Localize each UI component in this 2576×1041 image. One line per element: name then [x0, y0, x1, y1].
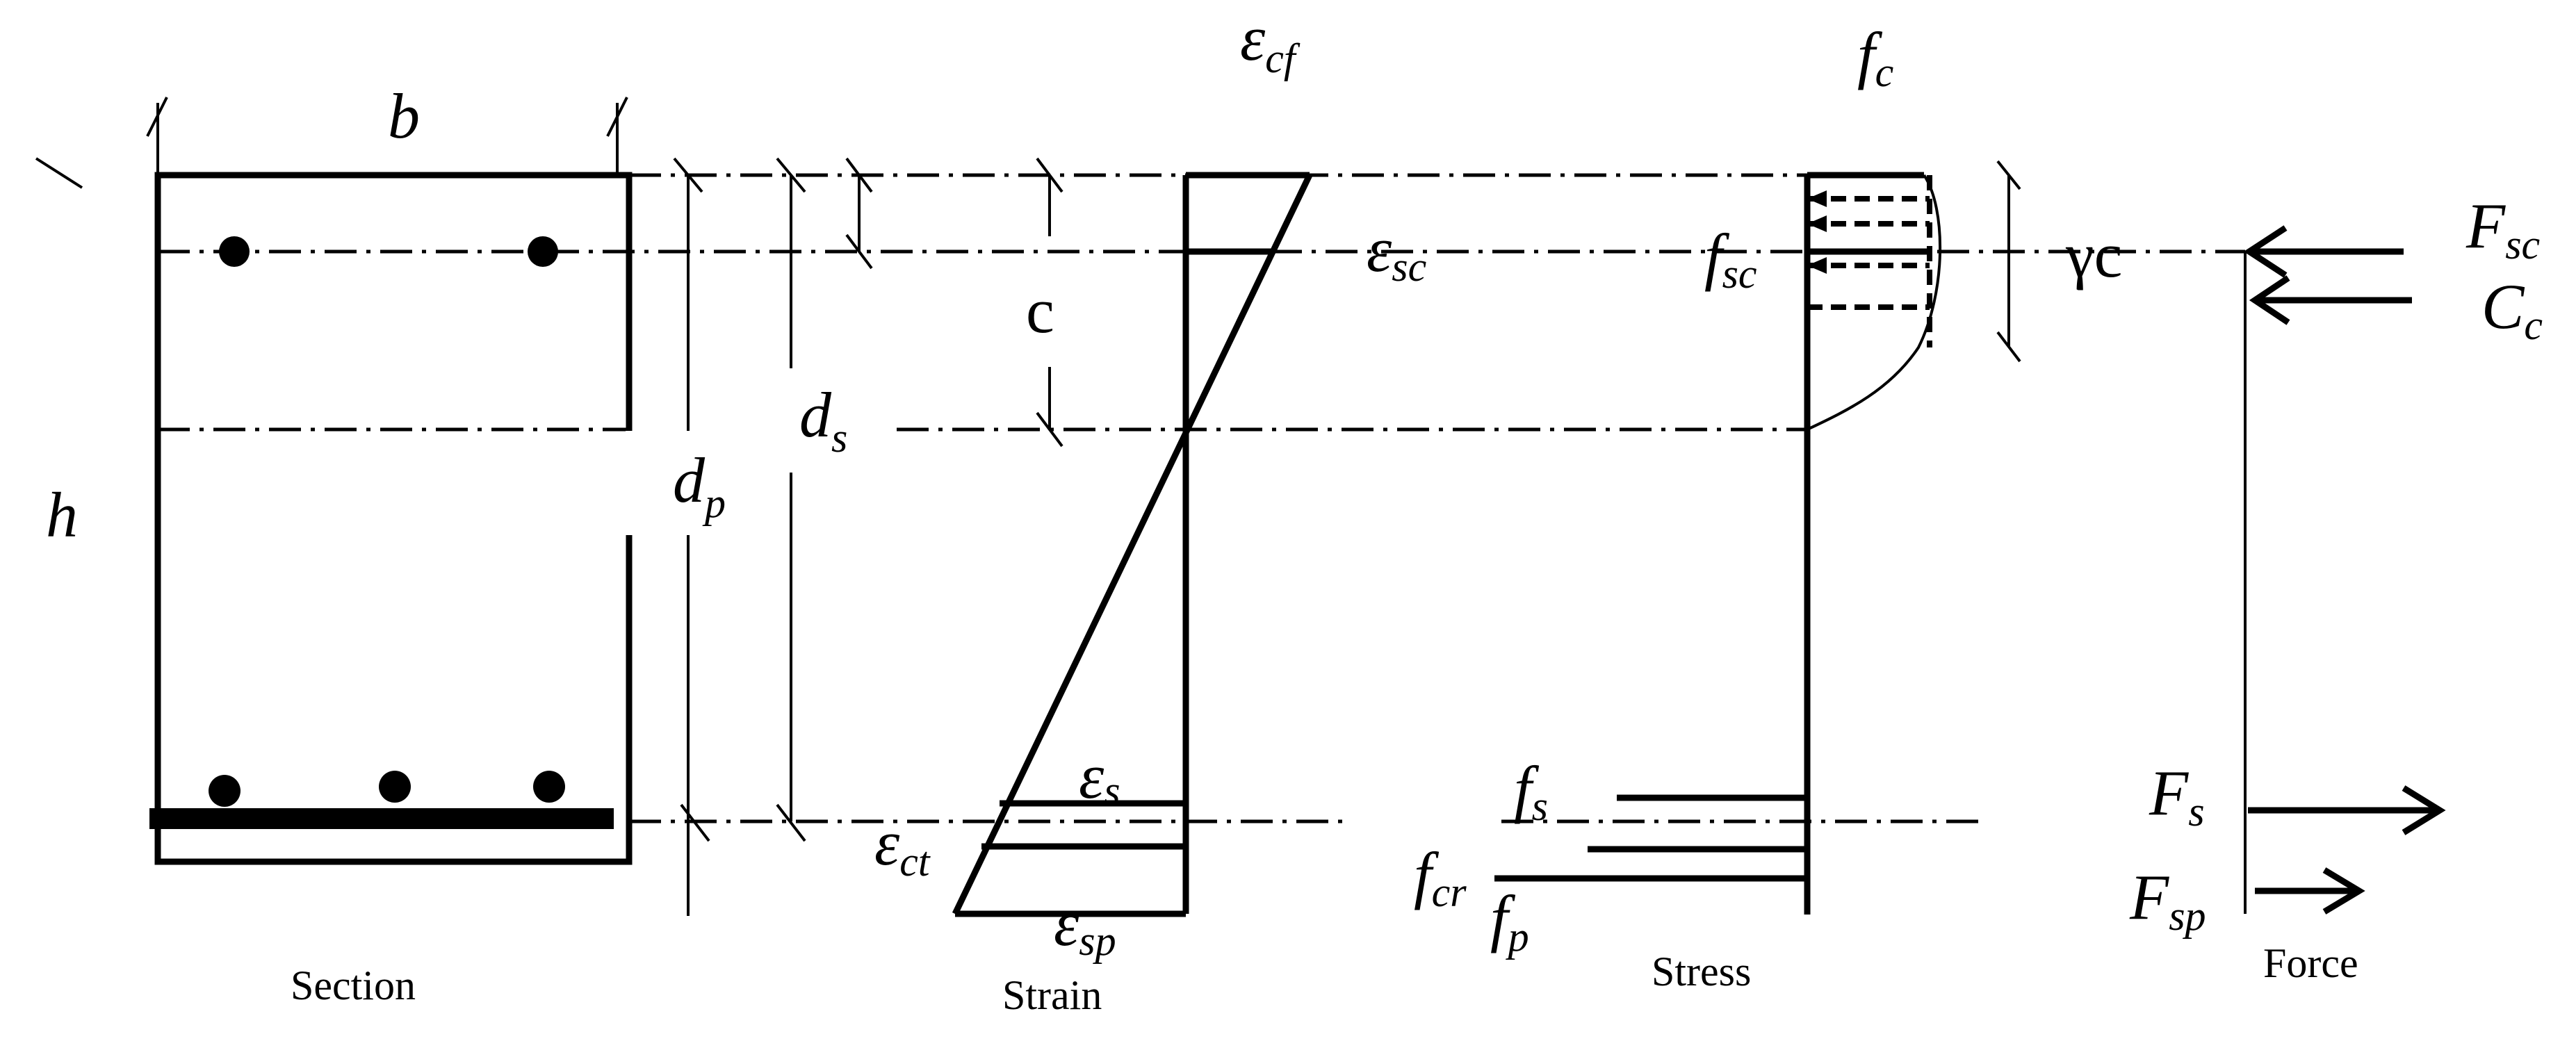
stress-arrowhead-2	[1807, 215, 1827, 232]
cover-tick-bottom	[845, 233, 873, 270]
c-tick-top	[1036, 157, 1063, 193]
strain-group: εcf εsc εs εct εsp	[874, 3, 1426, 964]
gammac-tick-bottom	[1996, 331, 2021, 363]
label-dp: dp	[673, 445, 726, 526]
caption-section: Section	[291, 962, 416, 1008]
label-es: εs	[1079, 741, 1120, 814]
cover-tick-top	[845, 157, 873, 193]
label-Fsc: Fsc	[2465, 190, 2540, 268]
label-Fsp: Fsp	[2129, 862, 2206, 939]
label-b: b	[388, 81, 420, 151]
label-ds: ds	[799, 379, 847, 461]
label-fsc: fsc	[1704, 221, 1757, 297]
label-fs: fs	[1514, 753, 1548, 829]
force-cc-head	[2249, 275, 2290, 325]
label-fc: fc	[1857, 19, 1893, 95]
section-group: b h	[35, 81, 633, 865]
strain-profile	[952, 174, 1313, 915]
label-esp: εsp	[1054, 888, 1116, 964]
caption-strain: Strain	[1002, 972, 1102, 1018]
force-fsc-head	[2243, 225, 2288, 278]
label-ect: εct	[874, 808, 931, 885]
stress-arrowhead-1	[1807, 190, 1827, 207]
bottom-rebar-left	[209, 775, 241, 807]
label-Fs: Fs	[2149, 757, 2205, 835]
top-rebar-right	[528, 236, 558, 267]
caption-stress: Stress	[1652, 949, 1751, 994]
label-fp: fp	[1490, 883, 1529, 960]
stress-group: fc fsc fs fcr fp γc	[1414, 19, 2123, 960]
ds-tick-top	[776, 157, 806, 193]
force-fs-head	[2402, 785, 2446, 835]
caption-force: Force	[2263, 940, 2358, 986]
ds-tick-bottom	[776, 803, 806, 842]
dp-tick-top	[673, 157, 703, 193]
bottom-rebar-middle	[379, 771, 411, 803]
label-ecf: εcf	[1240, 3, 1301, 81]
dimension-group: dp ds c	[626, 157, 1063, 916]
label-h: h	[46, 479, 78, 550]
label-c: c	[1026, 275, 1054, 346]
dp-tick-bottom	[680, 803, 710, 842]
label-esc: εsc	[1367, 214, 1426, 290]
stress-arrowhead-3	[1807, 257, 1827, 274]
section-outline	[154, 172, 633, 865]
concrete-stress-curve	[1807, 174, 1942, 431]
c-tick-bottom	[1036, 411, 1063, 448]
gammac-tick-top	[1996, 160, 2021, 190]
force-fsp-head	[2322, 867, 2365, 915]
label-Cc: Cc	[2481, 271, 2543, 348]
height-tick-top	[35, 157, 83, 189]
label-fcr: fcr	[1414, 839, 1467, 915]
label-gammac: γc	[2065, 220, 2123, 290]
caption-group: Section Strain Stress Force	[291, 940, 2358, 1018]
force-group: Fsc Cc Fs Fsp	[2129, 190, 2543, 939]
bottom-rebar-right	[533, 771, 565, 803]
prestressing-tendon	[149, 808, 614, 829]
